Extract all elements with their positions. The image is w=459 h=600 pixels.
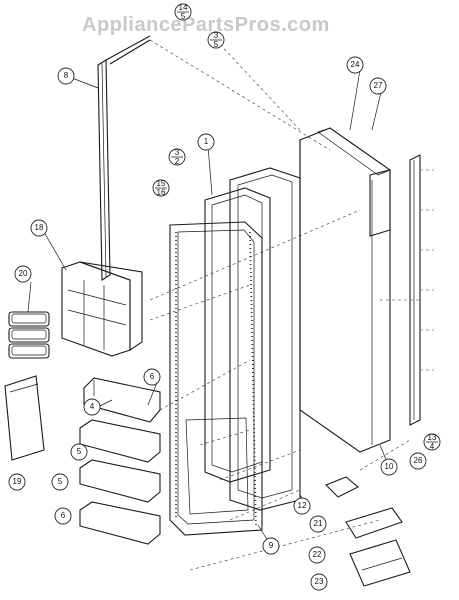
svg-text:13: 13: [428, 433, 437, 442]
svg-text:21: 21: [314, 519, 323, 528]
trim-strip-part: [97, 35, 151, 281]
callout-5-lower: 5: [51, 473, 69, 491]
svg-text:1: 1: [204, 137, 209, 146]
cabinet-frame-part: [299, 127, 391, 453]
callout-10: 10: [380, 458, 398, 476]
callout-8: 8: [57, 67, 75, 85]
callout-19: 19: [8, 473, 26, 491]
small-drawers-part: [325, 476, 411, 587]
svg-text:3: 3: [175, 148, 180, 157]
inner-door-panel-part: [169, 221, 263, 536]
callout-5-upper: 5: [70, 443, 88, 461]
callout-6-lower: 6: [54, 507, 72, 525]
svg-text:5: 5: [181, 12, 186, 21]
svg-text:5: 5: [77, 447, 82, 456]
watermark-text: AppliancePartsPros.com: [82, 14, 330, 36]
callout-1: 1: [197, 133, 215, 151]
door-hinge-strip-part: [409, 154, 434, 426]
stacked-containers-part: [8, 311, 50, 359]
callout-9: 9: [262, 537, 280, 555]
svg-text:18: 18: [35, 223, 44, 232]
svg-text:2: 2: [175, 157, 180, 166]
svg-text:6: 6: [150, 372, 155, 381]
callout-3-5: 3 5: [207, 31, 225, 49]
svg-text:4: 4: [90, 402, 95, 411]
callout-22: 22: [308, 546, 326, 564]
callout-6-upper: 6: [143, 368, 161, 386]
svg-text:12: 12: [298, 501, 307, 510]
callout-14-5: 14 5: [174, 3, 192, 21]
svg-text:14: 14: [179, 3, 188, 12]
svg-text:5: 5: [58, 477, 63, 486]
svg-text:19: 19: [13, 477, 22, 486]
svg-text:23: 23: [315, 577, 324, 586]
svg-text:15: 15: [157, 179, 166, 188]
callout-3-2: 3 2: [168, 148, 186, 166]
svg-text:20: 20: [19, 269, 28, 278]
callout-27: 27: [369, 77, 387, 95]
callout-20: 20: [14, 265, 32, 283]
callout-26: 26: [409, 452, 427, 470]
svg-text:26: 26: [414, 456, 423, 465]
door-liner-part: [204, 187, 271, 483]
callout-18: 18: [30, 219, 48, 237]
svg-text:27: 27: [374, 81, 383, 90]
callout-24: 24: [346, 56, 364, 74]
cover-panel-part: [4, 375, 45, 461]
leader-lines: [149, 39, 420, 571]
svg-text:9: 9: [269, 541, 274, 550]
svg-text:22: 22: [313, 550, 322, 559]
svg-text:3: 3: [214, 31, 219, 40]
shelf-basket-part: [61, 261, 143, 357]
callout-13-4: 13 4: [423, 433, 441, 451]
svg-text:10: 10: [385, 462, 394, 471]
svg-text:6: 6: [61, 511, 66, 520]
door-gasket-part: [229, 167, 301, 511]
svg-text:4: 4: [430, 442, 435, 451]
callout-4: 4: [83, 398, 101, 416]
callout-21: 21: [309, 515, 327, 533]
svg-text:8: 8: [64, 71, 69, 80]
callout-15-16: 15 16: [152, 179, 170, 197]
callout-23: 23: [310, 573, 328, 591]
svg-text:24: 24: [351, 60, 360, 69]
svg-text:16: 16: [157, 188, 166, 197]
svg-text:5: 5: [214, 40, 219, 49]
callout-12: 12: [293, 497, 311, 515]
